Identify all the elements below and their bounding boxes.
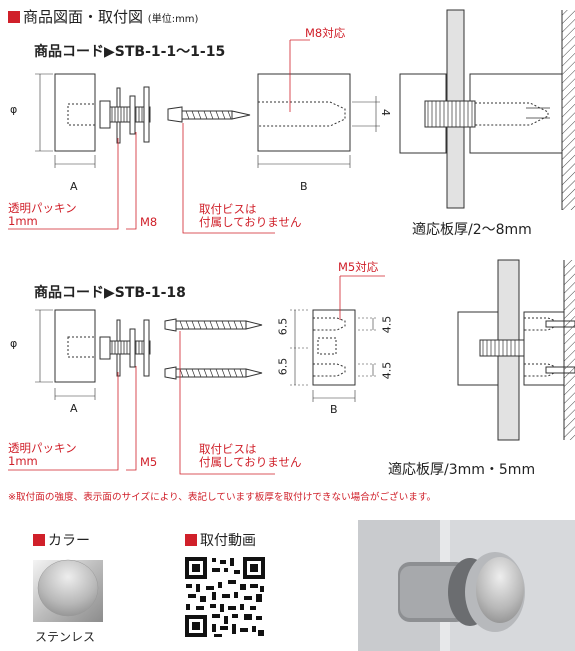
- bolt-2: [99, 319, 151, 377]
- red-square-icon: [8, 11, 20, 23]
- product2-dim-65a: 6.5: [276, 317, 290, 336]
- cap-a-2: [35, 309, 96, 400]
- stainless-swatch: [33, 559, 103, 622]
- product2-dim-45a: 4.5: [380, 315, 394, 334]
- product2-dim-b: B: [330, 403, 338, 416]
- product1-dim-a: A: [70, 180, 78, 193]
- product2-thickness: 適応板厚/3mm・5mm: [388, 462, 536, 478]
- header-title: 商品図面・取付図: [23, 8, 144, 26]
- product1-code: 商品コード▶STB-1-1〜1-15: [34, 44, 226, 60]
- product1-dim-b: B: [300, 180, 308, 193]
- cap-b-2: [290, 275, 385, 402]
- swatch-label: ステンレス: [35, 630, 96, 644]
- product1-phi: φ: [10, 103, 18, 116]
- assembly-2: [457, 259, 575, 441]
- leaders-2: [8, 331, 275, 475]
- product1-thickness: 適応板厚/2〜8mm: [412, 222, 532, 238]
- screw-1: [167, 106, 251, 123]
- product2-dim-45b: 4.5: [380, 361, 394, 380]
- screws-2: [164, 318, 263, 380]
- notice-text: ※取付面の強度、表示面のサイズにより、表記しています板厚を取付けできない場合がご…: [8, 492, 437, 503]
- product-photo: [358, 520, 575, 651]
- product1-screw: 取付ビスは 付属しておりません: [199, 202, 302, 229]
- bolt-1: [99, 86, 151, 144]
- color-section-title: カラー: [33, 530, 90, 550]
- product2-bolt: M5: [140, 455, 158, 469]
- product2-thread-note: M5対応: [338, 260, 379, 274]
- qr-code-icon[interactable]: [185, 557, 265, 637]
- red-square-icon: [185, 534, 197, 546]
- cap-a-1: [35, 73, 96, 168]
- product1-dim-4: 4: [379, 109, 392, 116]
- product2-dim-65b: 6.5: [276, 357, 290, 376]
- product1-bolt: M8: [140, 215, 158, 229]
- page-title: 商品図面・取付図 (単位:mm): [8, 6, 198, 27]
- leaders-1: [8, 123, 275, 234]
- product1-packing: 透明パッキン 1mm: [8, 201, 77, 228]
- product2-packing: 透明パッキン 1mm: [8, 441, 77, 468]
- product1-thread-note: M8対応: [305, 26, 346, 40]
- red-square-icon: [33, 534, 45, 546]
- assembly-1: [399, 9, 575, 210]
- unit-label: (単位:mm): [147, 14, 199, 25]
- product2-phi: φ: [10, 337, 18, 350]
- product2-dim-a: A: [70, 402, 78, 415]
- video-section-title: 取付動画: [185, 530, 256, 550]
- product2-screw: 取付ビスは 付属しておりません: [199, 442, 302, 469]
- cap-b-1: [257, 39, 380, 168]
- product2-code: 商品コード▶STB-1-18: [34, 285, 186, 301]
